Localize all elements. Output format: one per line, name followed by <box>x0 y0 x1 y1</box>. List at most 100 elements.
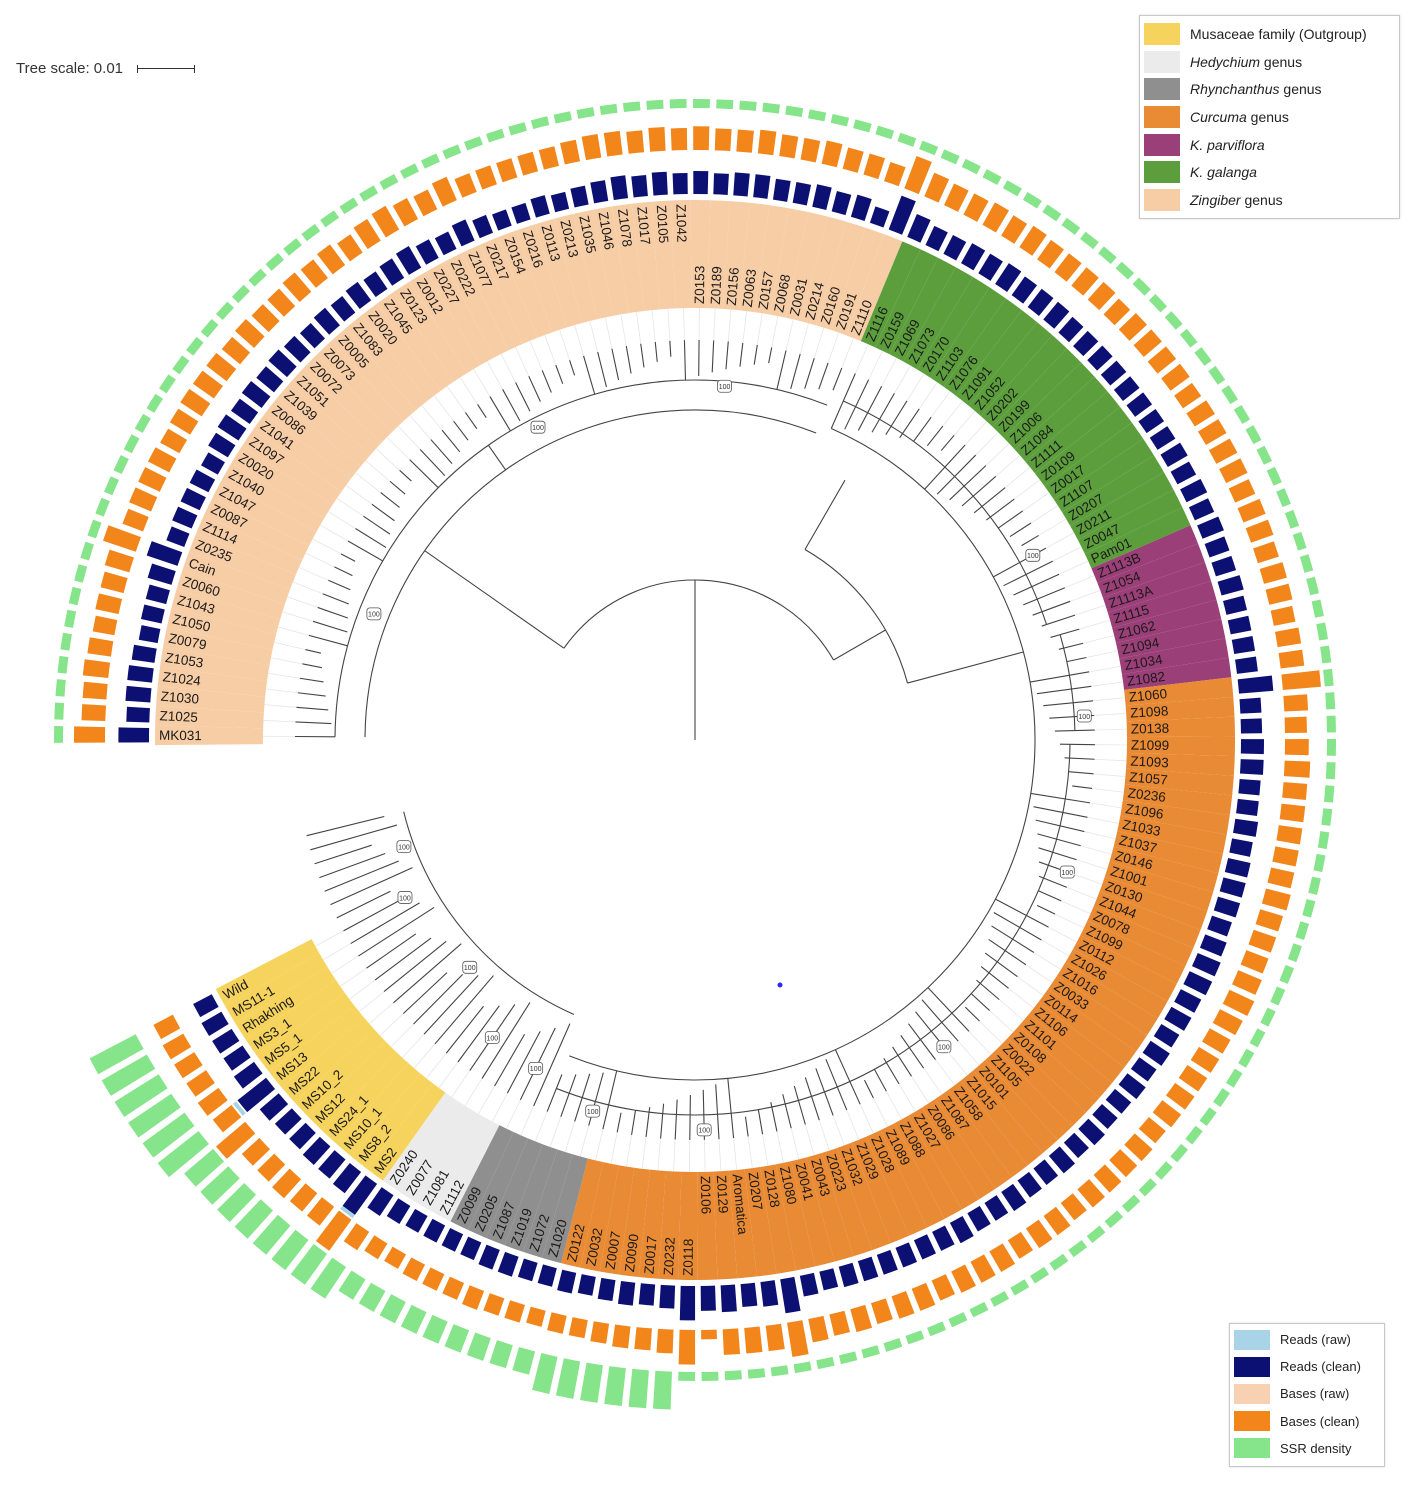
bar-ssr-density <box>80 541 94 561</box>
branch-radial <box>423 975 479 1035</box>
branch-radial <box>1009 522 1032 538</box>
clade-shade-cell <box>851 1136 909 1244</box>
leaf-guide-line <box>446 386 466 413</box>
bar-bases-clean <box>306 1197 335 1226</box>
leaf-guide-line <box>651 310 656 343</box>
bar-reads-clean <box>617 1280 636 1306</box>
bar-reads-clean <box>597 1277 616 1302</box>
bar-reads-clean <box>713 173 729 195</box>
bar-reads-clean <box>118 727 150 743</box>
branch-radial <box>515 382 531 412</box>
bar-bases-clean <box>1284 739 1309 756</box>
bar-bases-clean <box>891 1290 915 1319</box>
clade-shade-cell <box>985 1049 1073 1141</box>
clade-shade-cell <box>800 216 847 326</box>
bar-ssr-density <box>1256 445 1273 465</box>
clade-shade-cell <box>155 705 264 729</box>
leaf-guide-line <box>579 1125 590 1157</box>
bar-reads-clean <box>907 213 931 243</box>
bar-bases-clean <box>138 467 167 492</box>
leaf-label: Aromatica <box>730 1173 751 1235</box>
bar-ssr-density <box>60 632 72 651</box>
bootstrap-box <box>717 379 732 393</box>
bar-ssr-density <box>1068 1239 1088 1258</box>
bar-ssr-density <box>762 102 781 114</box>
bar-reads-clean <box>268 349 297 378</box>
leaf-label: Z1025 <box>159 708 198 725</box>
leaf-guide-line <box>277 626 310 636</box>
branch-radial <box>343 896 406 932</box>
leaf-guide-line <box>270 657 303 665</box>
bar-ssr-density <box>215 301 234 321</box>
bar-bases-clean <box>944 183 969 212</box>
leaf-guide-line <box>1083 635 1115 644</box>
bar-reads-clean <box>1239 759 1264 775</box>
bar-reads-clean <box>405 1208 428 1233</box>
bar-reads-clean <box>1217 575 1244 596</box>
branch-radial <box>430 439 453 464</box>
branch-radial <box>984 952 1018 978</box>
leaf-guide-line <box>1022 492 1050 512</box>
leaf-guide-line <box>1080 845 1112 855</box>
bar-bases-clean <box>1283 760 1311 778</box>
leaf-guide-line <box>1094 728 1127 731</box>
bar-ssr-density <box>555 1358 581 1399</box>
bar-bases-clean <box>384 1246 407 1269</box>
bar-ssr-density <box>1121 1194 1141 1213</box>
branch-radial <box>782 1094 792 1129</box>
leaf-guide-line <box>873 1097 889 1127</box>
bar-reads-clean <box>659 1284 676 1309</box>
branch-radial <box>669 340 672 357</box>
clade-shade-cell <box>935 1089 1012 1189</box>
bar-bases-clean <box>272 1168 302 1199</box>
bar-ssr-density <box>379 1294 406 1324</box>
branch-radial <box>976 979 1000 1001</box>
bar-bases-clean <box>100 571 128 594</box>
bootstrap-box <box>936 1040 952 1054</box>
branch-radial <box>464 412 478 430</box>
clade-shade-cell <box>307 1041 397 1131</box>
clade-shade-cell <box>1070 472 1174 540</box>
leaf-guide-line <box>345 485 373 505</box>
bar-ssr-density <box>400 1304 427 1334</box>
bar-reads-clean <box>733 172 750 197</box>
bar-ssr-density <box>961 158 981 175</box>
branch-radial <box>402 972 448 1015</box>
branch-radial <box>980 966 1009 989</box>
clade-shade-cell <box>1087 906 1194 967</box>
clade-shade-cell <box>432 1117 500 1222</box>
branch-radial <box>885 400 908 436</box>
bar-ssr-density <box>55 679 66 697</box>
bar-ssr-density <box>1302 899 1316 918</box>
bar-ssr-density <box>1326 715 1336 733</box>
bar-bases-clean <box>678 1329 696 1365</box>
bar-ssr-density <box>940 149 960 165</box>
bar-reads-clean <box>289 1122 316 1150</box>
bar-reads-clean <box>1237 675 1274 694</box>
bar-ssr-density <box>157 1131 209 1178</box>
clade-shade-cell <box>1120 800 1230 835</box>
bar-bases-clean <box>1259 562 1287 584</box>
bar-reads-clean <box>147 563 176 585</box>
leaf-guide-line <box>785 319 794 351</box>
bar-bases-clean <box>1025 1219 1053 1249</box>
marker-dot <box>777 982 783 988</box>
bar-reads-clean <box>1118 1073 1146 1100</box>
leaf-guide-line <box>529 340 543 371</box>
bar-bases-clean <box>829 1310 851 1336</box>
bar-bases-clean <box>496 158 518 183</box>
clade-shade-cell <box>1034 406 1132 487</box>
leaf-guide-line <box>733 1138 738 1171</box>
leaf-label: Z1078 <box>615 208 635 248</box>
bar-reads-clean <box>434 231 457 256</box>
bar-ssr-density <box>1148 294 1168 313</box>
leaf-guide-line <box>274 641 306 650</box>
leaf-guide-line <box>336 497 364 517</box>
clade-shade-cell <box>1107 580 1217 628</box>
bar-ssr-density <box>1154 1161 1173 1180</box>
bar-ssr-density <box>123 434 140 454</box>
branch-radial <box>715 1084 720 1140</box>
branch-radial <box>502 389 521 422</box>
branch-radial <box>1066 656 1087 663</box>
bar-bases-clean <box>251 304 280 333</box>
